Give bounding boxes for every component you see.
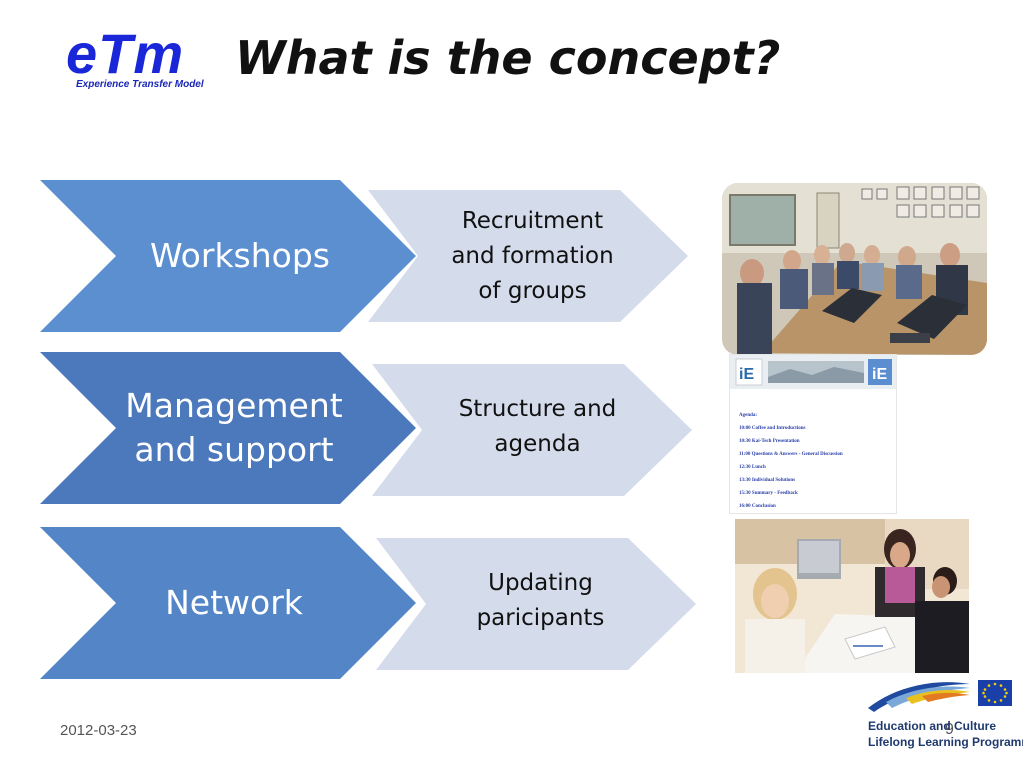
- meeting-photo: [722, 183, 987, 355]
- arrow-box-updating: Updating paricipants: [428, 538, 653, 670]
- svg-text:iE: iE: [872, 366, 887, 383]
- eu-line-1: Education and Culture: [868, 719, 997, 733]
- arrow-box-recruitment: Recruitment and formation of groups: [420, 190, 645, 322]
- svg-text:iE: iE: [739, 366, 754, 383]
- arrow-box-shape: [376, 538, 696, 670]
- chevron-management: Management and support: [100, 352, 368, 504]
- box-line: Recruitment: [461, 207, 604, 234]
- box-line: agenda: [494, 431, 581, 457]
- box-line: of groups: [478, 277, 587, 304]
- agenda-item: 10:30 Kai-Tech Presentation: [739, 439, 800, 444]
- agenda-item: 12:30 Lunch: [739, 465, 766, 470]
- chevron-label: Network: [165, 583, 303, 622]
- agenda-item: 15:30 Summary - Feedback: [739, 491, 798, 496]
- agenda-item: 16:00 Conclusion: [739, 504, 776, 509]
- chevron-shape: [40, 527, 416, 679]
- chevron-label: Workshops: [149, 236, 330, 275]
- agenda-item: 11:00 Questions & Answers - General Disc…: [739, 452, 843, 457]
- agenda-item: 13:30 Individual Solutions: [739, 478, 796, 483]
- arrow-box-shape: [372, 364, 692, 496]
- agenda-item: 10:00 Coffee and Introductions: [739, 426, 806, 431]
- chevron-network: Network: [100, 527, 368, 679]
- agenda-heading: Agenda:: [739, 413, 758, 418]
- chevron-workshops: Workshops: [110, 180, 370, 332]
- chevron-label: Management: [125, 386, 343, 425]
- slide-title: What is the concept?: [235, 31, 781, 85]
- chevron-label: and support: [134, 430, 334, 469]
- chevron-shape: [40, 352, 416, 504]
- arrow-box-structure: Structure and agenda: [425, 364, 650, 496]
- etm-logo: eTm: [66, 24, 184, 84]
- logo-text: eTm: [66, 22, 185, 85]
- box-line: and formation: [451, 242, 614, 269]
- office-photo: [735, 519, 969, 673]
- box-line: paricipants: [476, 605, 605, 631]
- page-number: 9: [945, 721, 954, 738]
- chevron-shape: [40, 180, 416, 332]
- logo-subtitle: Experience Transfer Model: [76, 79, 204, 90]
- eu-line-2: Lifelong Learning Programme: [868, 735, 1023, 749]
- footer-date: 2012-03-23: [60, 722, 137, 739]
- agenda-document: iE iE Agenda: 10:00 Coffee and Introduct…: [729, 354, 897, 514]
- arrow-box-shape: [368, 190, 688, 322]
- box-line: Updating: [488, 570, 593, 596]
- box-line: Structure and: [458, 396, 617, 422]
- eu-programme-logo: [868, 680, 1012, 712]
